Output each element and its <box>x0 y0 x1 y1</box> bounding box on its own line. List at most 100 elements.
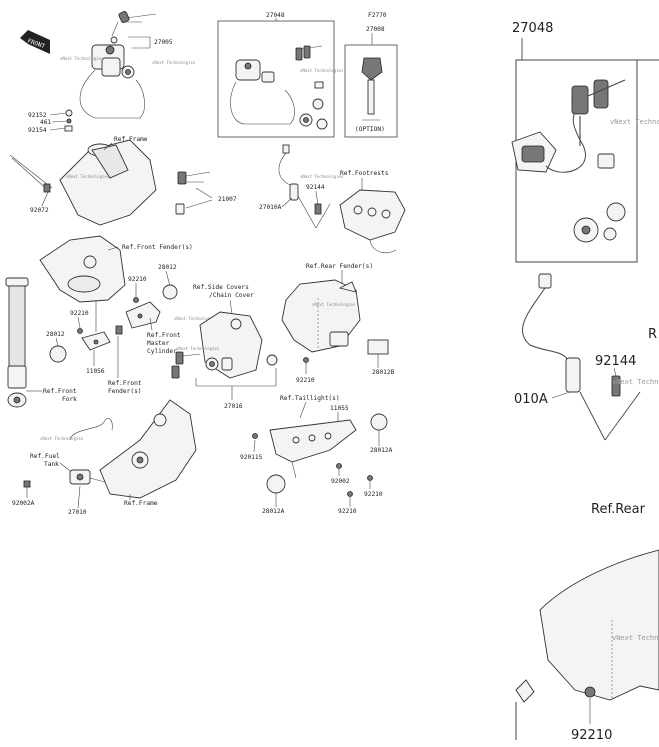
frame-section-rear <box>99 399 197 499</box>
label-fenders2: Fender(s) <box>108 388 142 395</box>
reflector-28012a-right <box>370 413 388 431</box>
label-28012a-right: 28012A <box>370 447 393 454</box>
kit-27048-parts <box>230 45 328 130</box>
label-ref-fuel-tank: Ref.Fuel <box>30 453 60 460</box>
watermark-1: vNext Technologies <box>152 60 196 65</box>
watermark-3: vNext Technologies <box>300 68 344 73</box>
label-92210-d: 92210 <box>364 491 383 498</box>
watermark-2: vNext Technologies <box>60 56 104 61</box>
frame-section-part <box>59 139 157 226</box>
label-92154: 92154 <box>28 127 47 134</box>
cable-tie-92072 <box>9 154 53 193</box>
label-28012-left: 28012 <box>46 331 65 338</box>
label-27048: 27048 <box>266 12 285 19</box>
label-ref-front-fenders2: Ref.Front <box>108 380 142 387</box>
box-27008-option <box>344 44 398 138</box>
ignition-switch-assembly <box>79 11 157 119</box>
label-ref-frame2: Ref.Frame <box>124 500 158 507</box>
label-21007: 21007 <box>218 196 237 203</box>
washer-92152 <box>65 109 73 117</box>
label-27008: 27008 <box>366 26 385 33</box>
fuel-sensor-27010 <box>69 418 113 485</box>
front-fork <box>5 277 29 408</box>
reflector-28012a-bottom <box>266 474 286 494</box>
label-92002: 92002 <box>331 478 350 485</box>
label-28012b: 28012B <box>372 369 395 376</box>
label-92210-a: 92210 <box>128 276 147 283</box>
label-tank: Tank <box>44 461 59 468</box>
label-cylinder: Cylinder <box>147 348 177 355</box>
nut-92210-a <box>133 297 139 303</box>
label-chain-cover: /Chain Cover <box>209 292 254 299</box>
label-92210-left: 92210 <box>70 310 89 317</box>
nut-92210-e <box>347 491 353 497</box>
label-92002a: 92002A <box>12 500 35 507</box>
nut-92210-d <box>367 475 373 481</box>
label-92210-c: 92210 <box>296 377 315 384</box>
bracket-11056 <box>81 331 111 351</box>
nut-92210-left <box>77 328 83 334</box>
washer-461 <box>66 118 72 124</box>
watermark-4: vNext Technologies <box>66 174 110 179</box>
label-27016: 27016 <box>224 403 243 410</box>
label-ref-front-fender: Ref.Front Fender(s) <box>122 244 193 251</box>
label-28012-a: 28012 <box>158 264 177 271</box>
watermark-6: vNext Technologies <box>174 316 218 321</box>
nut-92210-c <box>303 357 309 363</box>
zoom-label-ref-rear: Ref.Rear <box>591 502 646 517</box>
zoom-watermark-2: vNext Technologies <box>612 378 659 386</box>
nut-92002 <box>336 463 342 469</box>
label-option: (OPTION) <box>355 126 385 133</box>
label-27010a: 27010A <box>259 204 282 211</box>
label-ref-taillight: Ref.Taillight(s) <box>280 395 340 402</box>
key-set-21007 <box>175 171 211 215</box>
bolt-92144 <box>314 203 322 215</box>
bolt-920115 <box>252 433 258 439</box>
taillight-bracket-11055 <box>269 419 357 479</box>
label-fork: Fork <box>62 396 77 403</box>
label-27005: 27005 <box>154 39 173 46</box>
spare-key-icon <box>361 57 383 121</box>
bolt-front-fender <box>115 325 123 335</box>
watermark-9: vNext Technologies <box>40 436 84 441</box>
front-cover-part <box>39 235 126 303</box>
master-cylinder-bracket <box>125 301 161 329</box>
label-92144: 92144 <box>306 184 325 191</box>
label-92072: 92072 <box>30 207 49 214</box>
label-ref-rear-fender: Ref.Rear Fender(s) <box>306 263 373 270</box>
label-ref-frame: Ref.Frame <box>114 136 148 143</box>
label-461: 461 <box>40 119 51 126</box>
zoom-label-92210: 92210 <box>571 728 612 743</box>
bolt-92154 <box>64 125 73 132</box>
zoom-label-27048: 27048 <box>512 21 553 36</box>
label-92152: 92152 <box>28 112 47 119</box>
label-27008-top: F2770 <box>368 12 387 19</box>
reflector-28012b <box>367 339 389 355</box>
reflector-28012 <box>162 284 178 300</box>
label-ref-front-fork: Ref.Front <box>43 388 77 395</box>
zoom-watermark-1: vNext Technologies <box>610 118 659 126</box>
zoom-label-r: R <box>648 327 657 342</box>
label-ref-side-covers: Ref.Side Covers <box>193 284 249 291</box>
front-arrow-icon: FRONT <box>20 30 50 54</box>
watermark-8: vNext Technologies <box>312 302 356 307</box>
label-ref-footrests: Ref.Footrests <box>340 170 389 177</box>
zoom-watermark-3: vNext Technologies <box>612 634 659 642</box>
label-11055: 11055 <box>330 405 349 412</box>
seat-lock-27016 <box>171 351 278 379</box>
footrest-bracket <box>339 189 406 253</box>
rear-fender-part <box>281 279 361 353</box>
label-ref-front-master: Ref.Front <box>147 332 181 339</box>
zoom-panel: 27048 vNext Technologies 92144 010A R vN… <box>511 21 659 743</box>
sensor-27010a <box>278 144 331 229</box>
reflector-28012-left <box>49 345 67 363</box>
nut-92002a <box>23 480 31 488</box>
watermark-7: vNext Technologies <box>176 346 220 351</box>
watermark-5: vNext Technologies <box>300 174 344 179</box>
label-master: Master <box>147 340 170 347</box>
label-27010: 27010 <box>68 509 87 516</box>
label-92210-e: 92210 <box>338 508 357 515</box>
zoom-label-92144: 92144 <box>595 354 636 369</box>
label-11056: 11056 <box>86 368 105 375</box>
